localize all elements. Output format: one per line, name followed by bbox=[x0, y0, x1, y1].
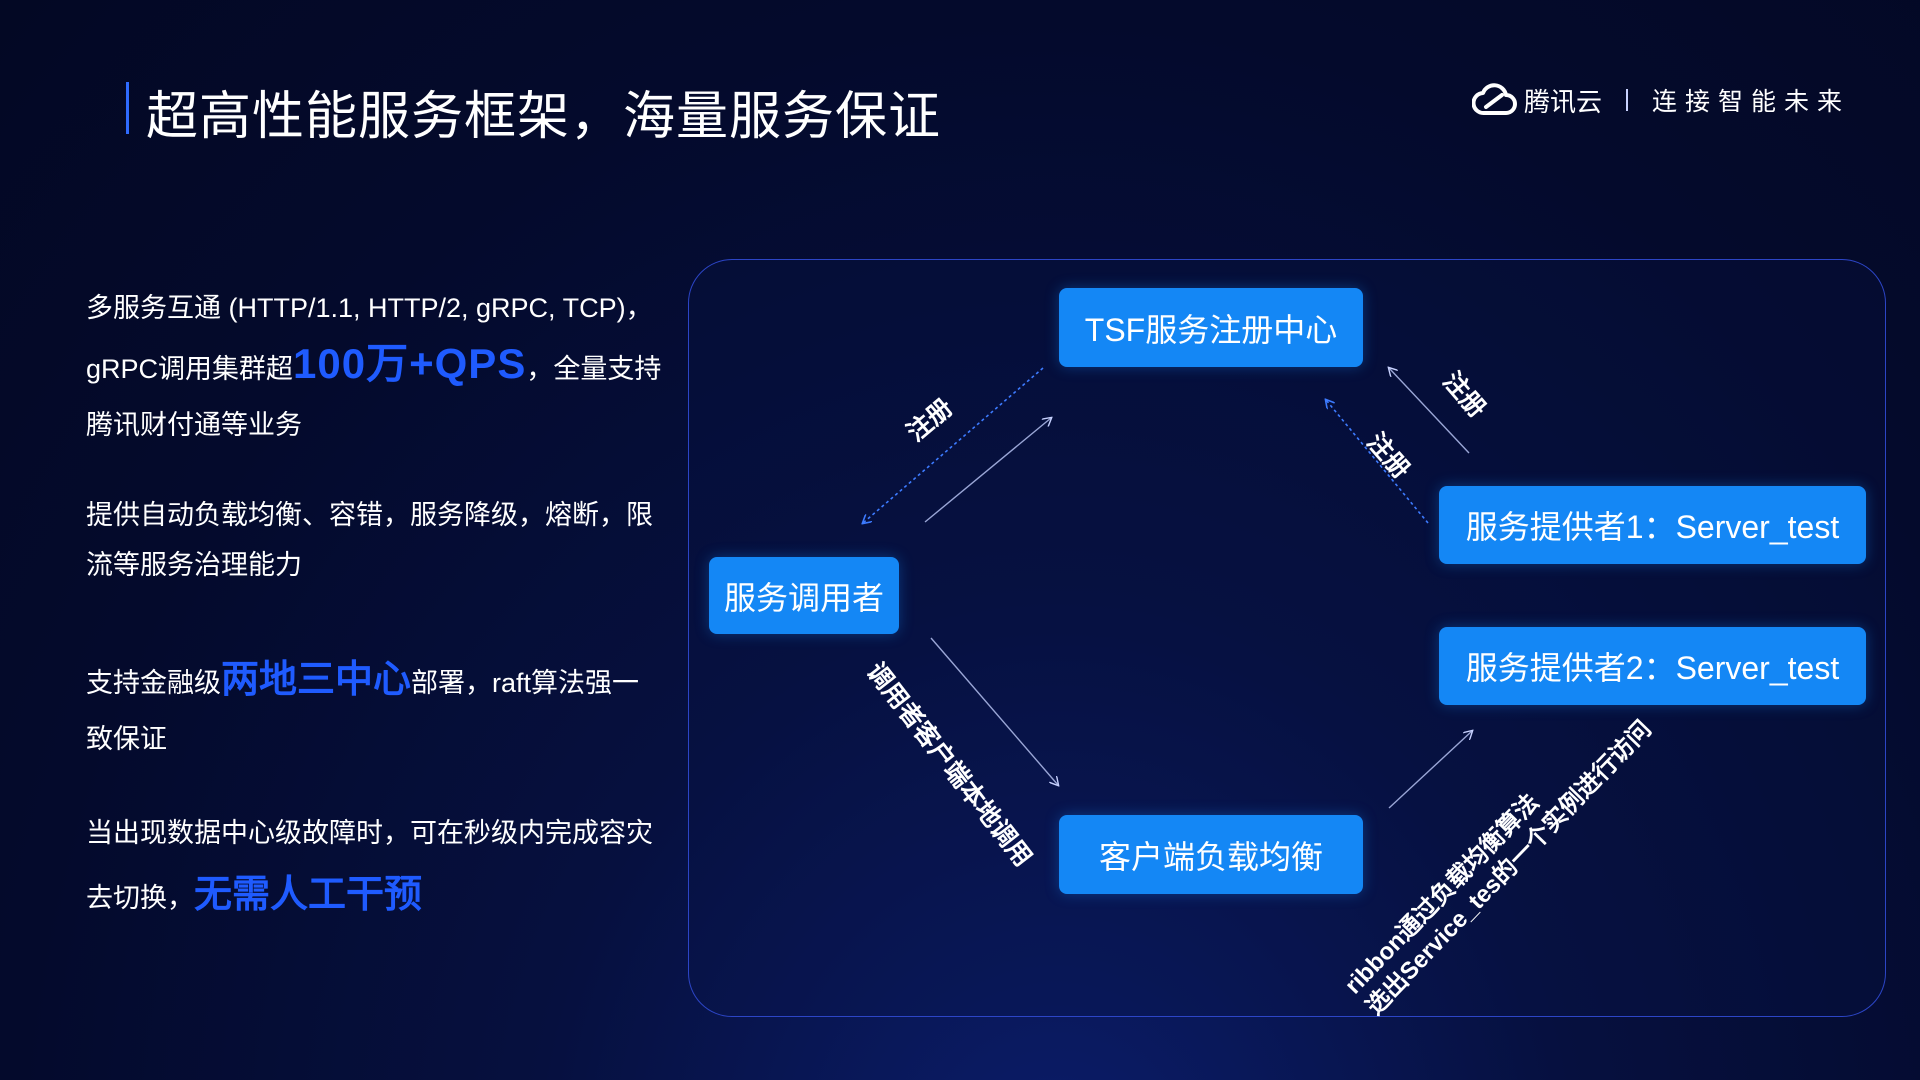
arrow-loadbalancer-to-provider2 bbox=[1388, 731, 1472, 809]
text-span: 支持金融级 bbox=[86, 668, 221, 698]
text-span: 去切换， bbox=[86, 883, 194, 913]
text-line: 支持金融级两地三中心部署，raft算法强一 bbox=[86, 652, 666, 711]
text-line: 提供自动负载均衡、容错，服务降级，熔断，限 bbox=[86, 500, 653, 530]
text-line: gRPC调用集群超100万+QPS，全量支持 bbox=[86, 336, 666, 397]
multi-dc-highlight: 两地三中心 bbox=[221, 659, 412, 701]
tencent-cloud-logo-icon bbox=[1472, 83, 1517, 115]
arrow-consumer-to-loadbalancer bbox=[930, 637, 1058, 785]
text-line: 流等服务治理能力 bbox=[86, 550, 302, 580]
feature-paragraph-governance: 提供自动负载均衡、容错，服务降级，熔断，限 流等服务治理能力 bbox=[86, 490, 666, 590]
service-provider-1-node: 服务提供者1：Server_test bbox=[1439, 486, 1866, 564]
brand-header: 腾讯云 连接智能未来 bbox=[1472, 80, 1850, 120]
text-span: ，全量支持 bbox=[526, 354, 662, 384]
no-manual-highlight: 无需人工干预 bbox=[194, 874, 423, 916]
brand-name: 腾讯云 bbox=[1524, 86, 1603, 117]
service-consumer-node: 服务调用者 bbox=[709, 557, 899, 634]
arrow-consumer-to-registry bbox=[924, 418, 1051, 523]
feature-paragraph-multi-dc: 支持金融级两地三中心部署，raft算法强一 致保证 bbox=[86, 652, 666, 767]
text-line: 去切换，无需人工干预 bbox=[86, 864, 666, 929]
registry-center-node: TSF服务注册中心 bbox=[1059, 288, 1363, 367]
feature-paragraph-protocols: 多服务互通 (HTTP/1.1, HTTP/2, gRPC, TCP)， gRP… bbox=[86, 280, 666, 453]
arrow-provider1-to-registry-b bbox=[1326, 400, 1429, 524]
qps-highlight: 100万+QPS bbox=[293, 340, 527, 387]
text-line: 多服务互通 (HTTP/1.1, HTTP/2, gRPC, TCP)， bbox=[86, 293, 653, 323]
arrow-provider1-to-registry-a bbox=[1389, 368, 1470, 454]
title-accent-bar bbox=[126, 82, 129, 134]
service-provider-2-node: 服务提供者2：Server_test bbox=[1439, 627, 1866, 705]
page-title: 超高性能服务框架，海量服务保证 bbox=[146, 88, 942, 146]
text-line: 致保证 bbox=[86, 724, 167, 754]
text-span: 部署，raft算法强一 bbox=[411, 668, 640, 698]
text-span: gRPC调用集群超 bbox=[86, 354, 294, 384]
client-load-balancer-node: 客户端负载均衡 bbox=[1059, 815, 1363, 894]
text-line: 当出现数据中心级故障时，可在秒级内完成容灾 bbox=[86, 818, 653, 848]
brand-divider bbox=[1626, 89, 1629, 111]
text-line: 腾讯财付通等业务 bbox=[86, 410, 302, 440]
brand-slogan: 连接智能未来 bbox=[1652, 88, 1851, 116]
feature-paragraph-failover: 当出现数据中心级故障时，可在秒级内完成容灾 去切换，无需人工干预 bbox=[86, 802, 666, 929]
